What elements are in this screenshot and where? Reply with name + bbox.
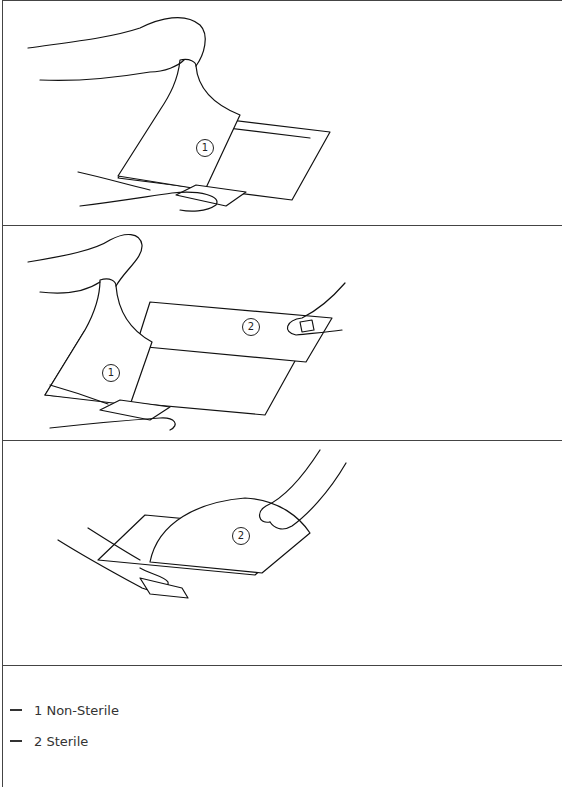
legend-dash <box>10 740 22 742</box>
callout-number: 1 <box>102 364 120 382</box>
callout-number: 1 <box>196 139 214 157</box>
legend-text: 2 Sterile <box>34 734 88 749</box>
callout-number: 2 <box>232 527 250 545</box>
legend-dash <box>10 709 22 711</box>
legend-row: 1 Non-Sterile <box>10 700 95 720</box>
legend-text: 1 Non-Sterile <box>34 703 119 718</box>
legend-row: 2 Sterile <box>10 731 64 751</box>
callout-number: 2 <box>242 318 260 336</box>
